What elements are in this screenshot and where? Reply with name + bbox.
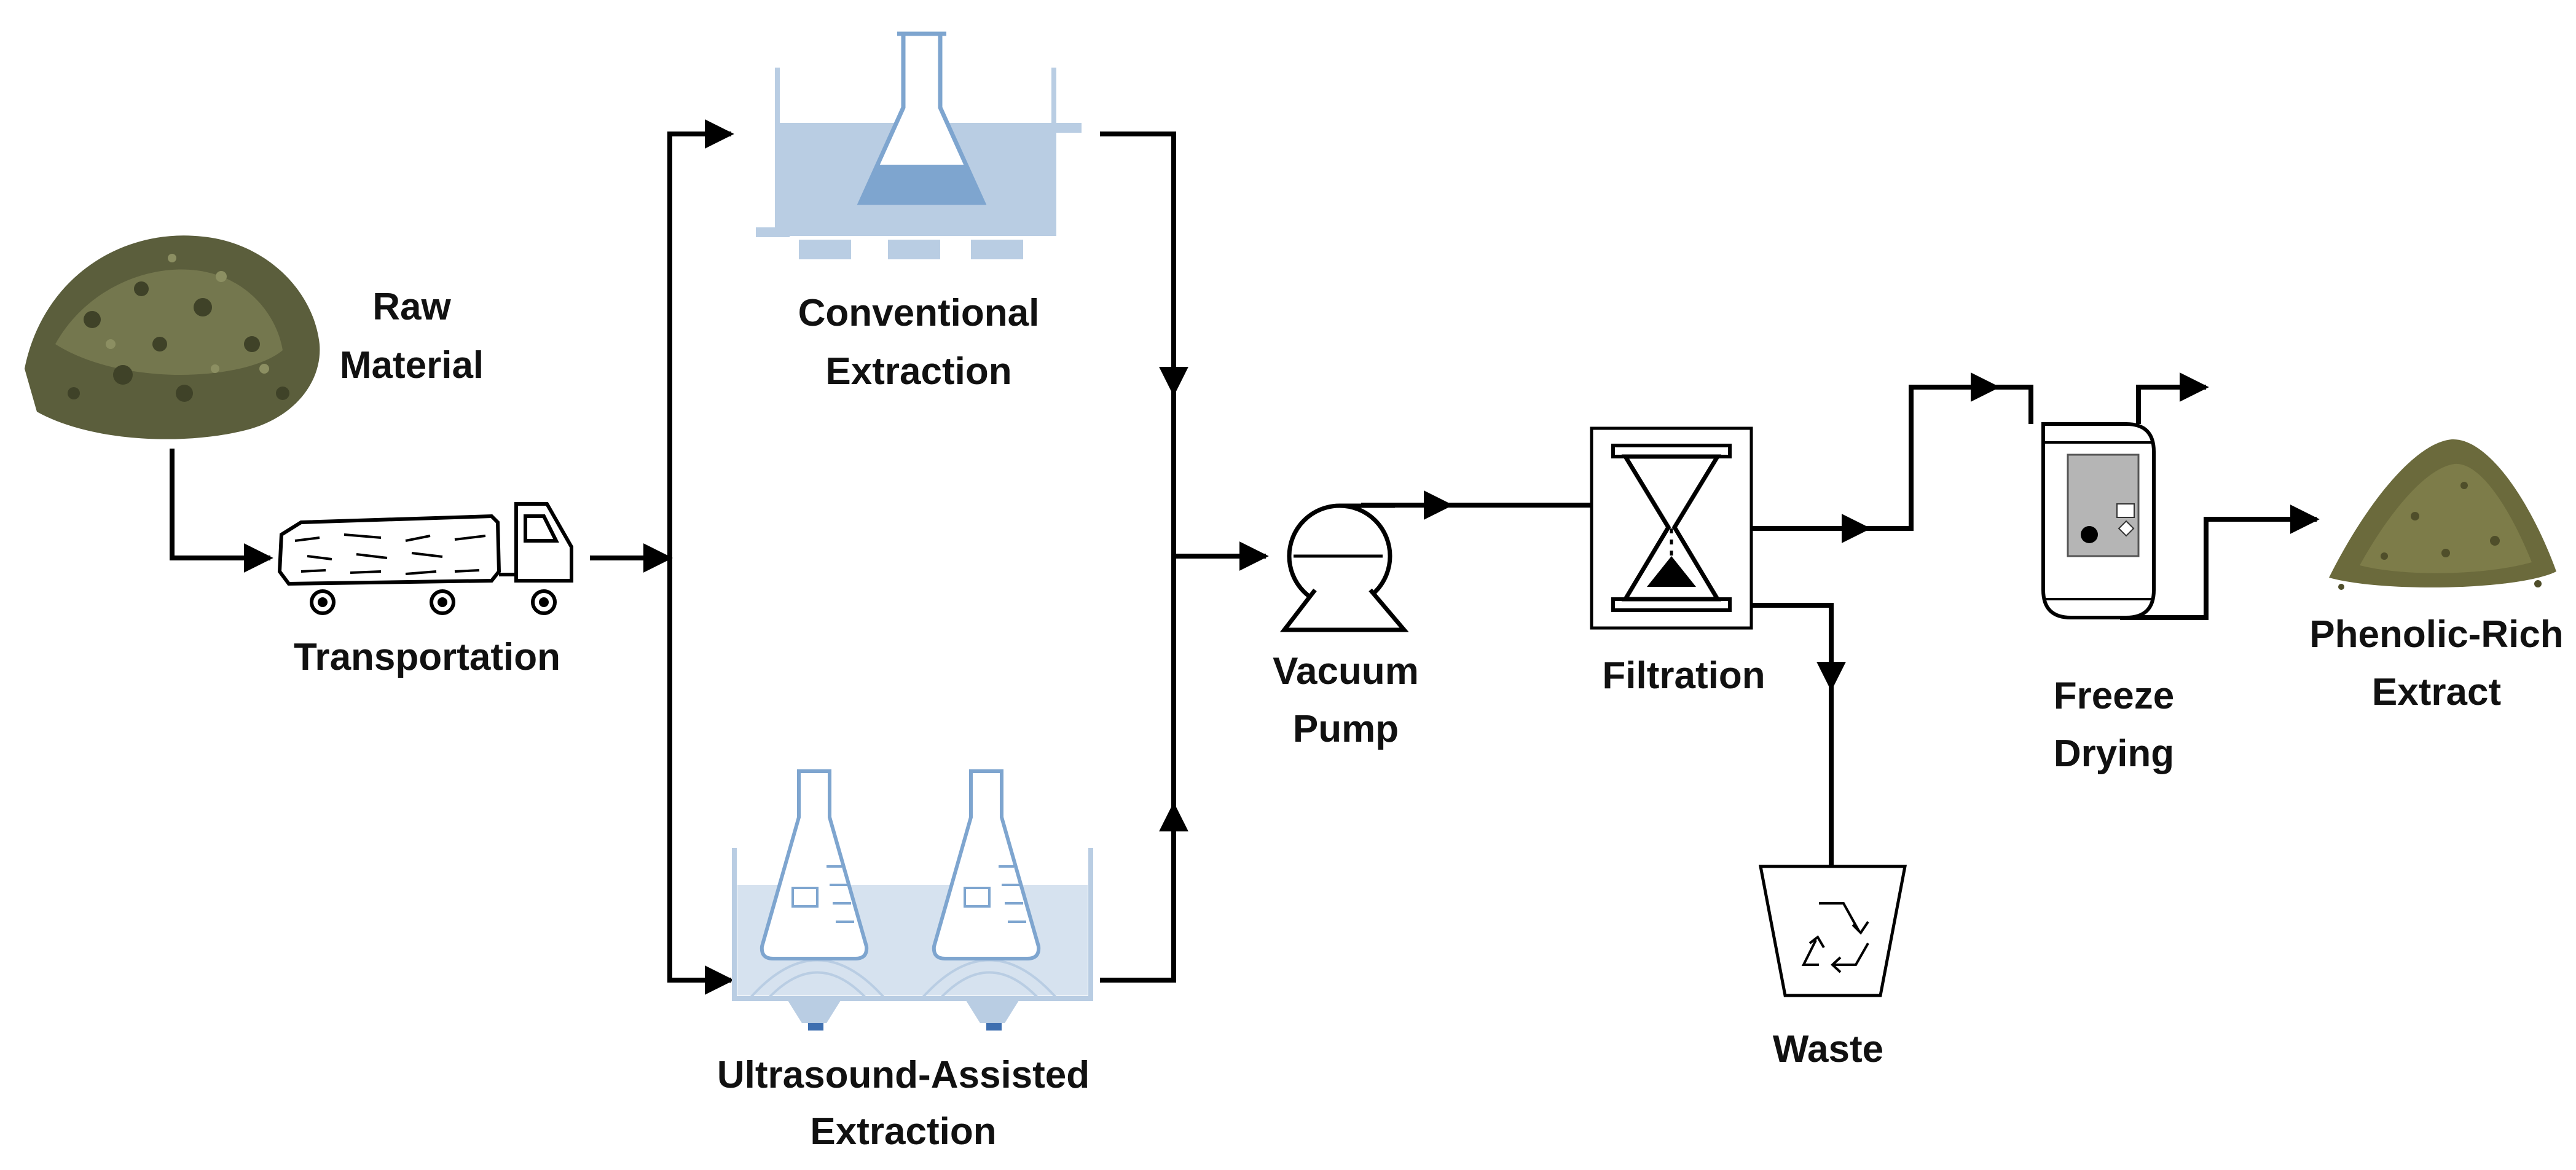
label-vacuum-1: Vacuum <box>1273 650 1419 693</box>
flow-dryer-vent <box>2136 372 2209 424</box>
flow-raw-to-truck <box>170 449 273 573</box>
flow-ultrasound-to-merge <box>1100 802 1188 983</box>
flow-conventional-to-merge <box>1100 132 1188 396</box>
flow-filter-to-waste <box>1751 603 1846 691</box>
label-raw-material-2: Material <box>340 344 484 387</box>
label-freeze-1: Freeze <box>2054 675 2174 717</box>
flow-split-to-ultrasound <box>667 558 734 995</box>
flow-filter-to-dryer-c <box>1997 385 2033 424</box>
label-conventional-1: Conventional <box>798 292 1040 334</box>
flow-dryer-to-product <box>2120 505 2320 620</box>
ultrasound-bath-icon <box>732 769 1093 1031</box>
label-conventional-2: Extraction <box>825 350 1011 393</box>
label-raw-material-1: Raw <box>372 286 451 328</box>
truck-icon <box>277 502 573 615</box>
flow-split-to-conventional <box>667 119 734 558</box>
powder-pile-icon <box>2329 439 2556 590</box>
labels: Raw Material Transportation Conventional… <box>294 286 2564 1153</box>
hourglass-filter-icon <box>1590 426 1753 630</box>
vacuum-pump-icon <box>1279 503 1409 632</box>
freeze-dryer-icon <box>2041 422 2156 619</box>
leaf-pile-icon <box>25 235 320 439</box>
flow-filter-to-dryer-b <box>1868 372 2000 531</box>
label-filtration: Filtration <box>1602 654 1765 697</box>
flow-lines <box>170 119 2320 995</box>
label-ultrasound-1: Ultrasound-Assisted <box>717 1054 1090 1096</box>
label-ultrasound-2: Extraction <box>810 1110 996 1153</box>
recycle-bin-icon <box>1758 865 1907 997</box>
label-transportation: Transportation <box>294 636 560 678</box>
label-freeze-2: Drying <box>2054 732 2174 775</box>
label-waste: Waste <box>1773 1028 1883 1070</box>
label-phenolic-1: Phenolic-Rich <box>2309 613 2563 656</box>
label-phenolic-2: Extract <box>2372 671 2501 713</box>
label-vacuum-2: Pump <box>1293 708 1399 750</box>
extraction-tank-icon <box>756 31 1082 259</box>
